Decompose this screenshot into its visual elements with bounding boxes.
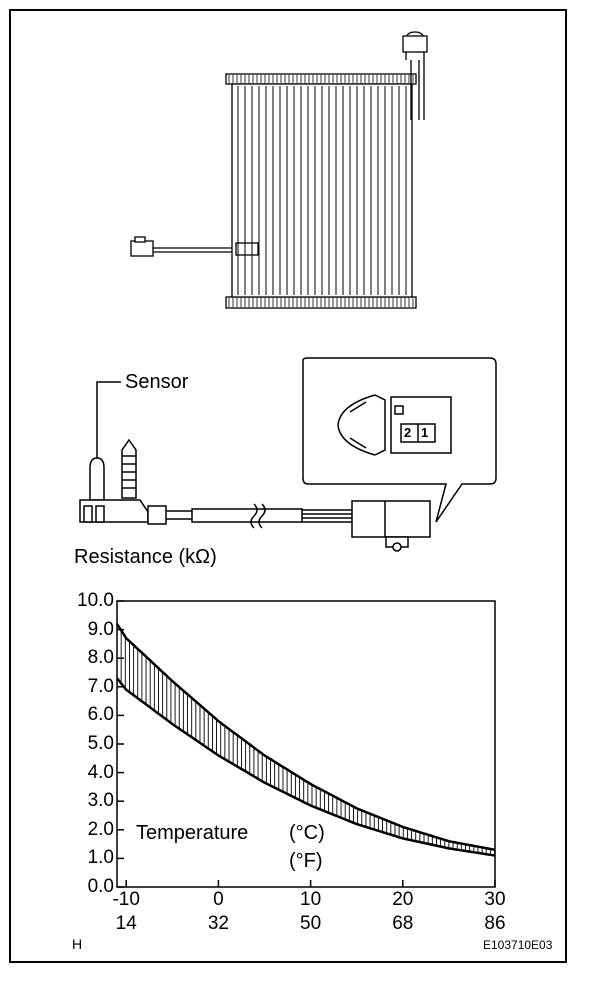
y-tick-label: 6.0 — [87, 704, 114, 726]
y-axis-title: Resistance (kΩ) — [74, 546, 217, 568]
footer-left-code: H — [72, 936, 83, 952]
temperature-label: Temperature — [136, 822, 249, 845]
evaporator-fins — [237, 86, 407, 295]
y-tick-label: 7.0 — [87, 675, 114, 697]
fahrenheit-unit-label: (°F) — [289, 850, 323, 873]
x-axis-ticks — [125, 880, 496, 887]
x-tick-label-fahrenheit: 68 — [392, 913, 414, 934]
tolerance-band-hatching — [116, 623, 495, 856]
figure-id: E103710E03 — [483, 938, 553, 952]
x-tick-label-fahrenheit: 32 — [207, 913, 229, 934]
y-tick-label: 1.0 — [87, 847, 114, 869]
x-tick-label-celsius: 20 — [392, 889, 414, 910]
x-tick-label-fahrenheit: 14 — [115, 913, 137, 934]
x-tick-label-celsius: -10 — [112, 889, 140, 910]
y-tick-label: 8.0 — [87, 647, 114, 669]
y-tick-label: 4.0 — [87, 761, 114, 783]
upper-limit-curve — [115, 623, 496, 852]
connector-pin-2-label: 2 — [404, 425, 412, 440]
y-tick-label: 5.0 — [87, 733, 114, 754]
x-tick-label-celsius: 0 — [213, 889, 224, 910]
y-tick-label: 0.0 — [87, 876, 114, 897]
evaporator-tank-ticks — [228, 75, 414, 307]
connector-pin-1-label: 1 — [421, 425, 429, 440]
x-tick-label-fahrenheit: 50 — [300, 913, 322, 934]
y-tick-label: 2.0 — [87, 818, 114, 840]
y-tick-label: 3.0 — [87, 790, 114, 812]
lower-limit-curve — [116, 677, 496, 857]
celsius-unit-label: (°C) — [289, 822, 325, 845]
sensor-illustration — [79, 357, 497, 552]
y-tick-label: 10.0 — [77, 590, 114, 611]
x-tick-label-fahrenheit: 86 — [484, 913, 506, 934]
y-tick-label: 9.0 — [87, 618, 114, 640]
x-tick-label-celsius: 10 — [300, 889, 322, 910]
y-axis-ticks — [117, 600, 124, 888]
sensor-label: Sensor — [125, 371, 189, 393]
x-tick-label-celsius: 30 — [484, 889, 506, 910]
